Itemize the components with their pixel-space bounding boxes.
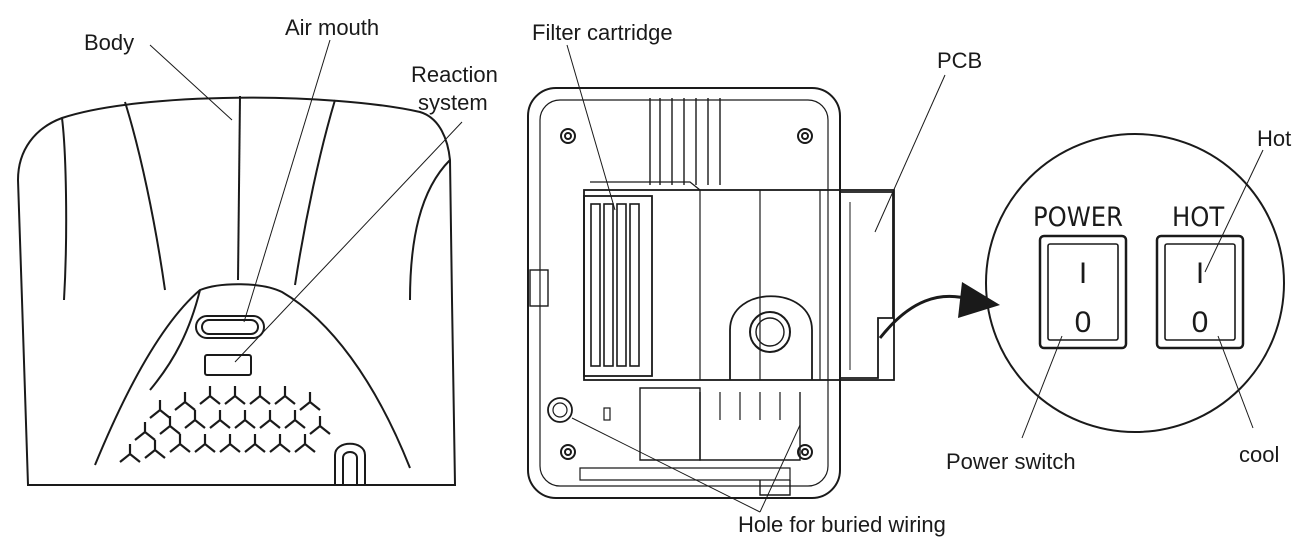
right-leader-lines	[1021, 149, 1264, 439]
label-cool: cool	[1239, 442, 1279, 467]
switch-zoom-circle	[985, 133, 1285, 433]
label-body: Body	[84, 30, 134, 55]
power-switch	[1038, 234, 1128, 350]
label-filter-cartridge: Filter cartridge	[532, 20, 673, 45]
power-on-symbol: I	[1079, 257, 1087, 290]
switch-title-hot: HOT	[1172, 202, 1224, 233]
label-pcb: PCB	[937, 48, 982, 73]
switch-title-power: POWER	[1033, 202, 1123, 233]
zoom-arrow	[878, 282, 1000, 339]
hot-switch	[1155, 234, 1245, 350]
label-air-mouth: Air mouth	[285, 15, 379, 40]
left-leader-lines	[149, 39, 463, 363]
label-power-switch: Power switch	[946, 449, 1076, 474]
inner-unit	[527, 87, 895, 499]
hot-on-symbol: I	[1196, 257, 1204, 290]
dryer-body	[16, 95, 457, 486]
middle-leader-lines	[566, 44, 946, 513]
label-hole-for-buried-wiring: Hole for buried wiring	[738, 512, 946, 537]
label-reaction-system-line2: system	[418, 90, 488, 115]
label-hot: Hot	[1257, 126, 1291, 151]
power-off-symbol: 0	[1075, 306, 1092, 339]
hot-off-symbol: 0	[1192, 306, 1209, 339]
label-reaction-system-line1: Reaction	[411, 62, 498, 87]
